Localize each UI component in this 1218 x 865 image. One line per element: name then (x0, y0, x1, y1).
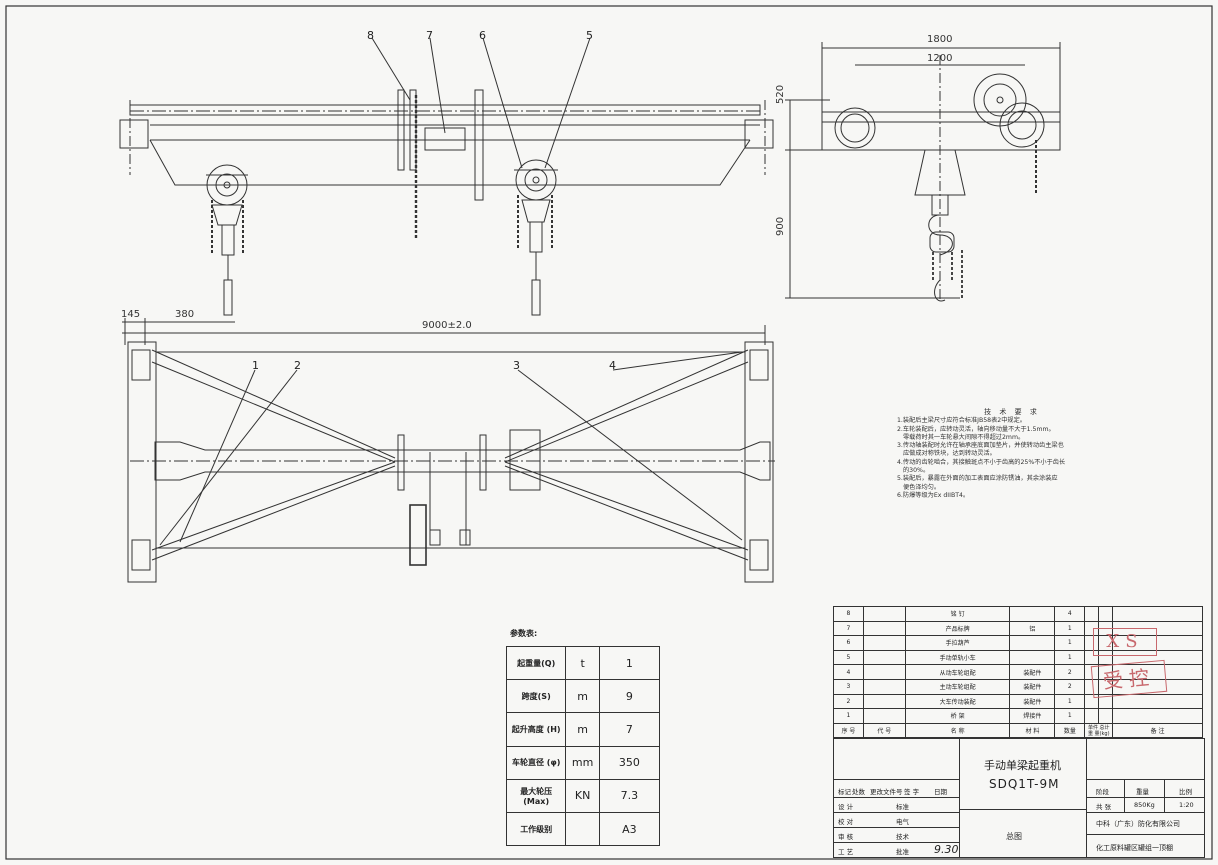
scale-value: 1:20 (1179, 801, 1194, 809)
label-date: 日期 (934, 788, 947, 796)
balloon-6: 6 (479, 29, 486, 42)
label-total: 共 张 (1096, 803, 1112, 811)
note-line: 6.防爆等级为Ex dIIBT4。 (897, 491, 970, 499)
side-view (785, 42, 1061, 302)
balloon-4: 4 (609, 359, 616, 372)
label-review: 审 核 (838, 833, 854, 841)
label-craft: 工 艺 (838, 848, 854, 856)
label-tech: 技术 (896, 833, 909, 841)
notes-heading: 技 术 要 求 (984, 408, 1040, 416)
plan-view (122, 318, 775, 583)
note-line: 3.传动轴装配时允许在轴承座底面加垫片，并使转动齿主梁也 (897, 442, 1064, 450)
date-written: 9.30 (934, 843, 959, 856)
balloon-1: 1 (252, 359, 259, 372)
balloon-7: 7 (426, 29, 433, 42)
label-weight: 重量 (1136, 788, 1149, 796)
balloon-5: 5 (586, 29, 593, 42)
bom-header-row: 序 号代 号名 称材 料数量 单件 总计重 量(kg) 备 注 (833, 722, 1203, 739)
label-change: 更改文件号 (870, 788, 903, 796)
company-name: 中科（广东）防化有限公司 (1096, 820, 1180, 828)
note-line: 应做成对称铁块，达到转动灵活。 (903, 450, 996, 458)
label-sign: 签 字 (904, 788, 920, 796)
drawing-name: 总图 (1006, 832, 1022, 841)
dim-span: 9000±2.0 (422, 320, 472, 331)
label-standard: 标准 (896, 803, 909, 811)
note-line: 2.车轮装配后，应转动灵活，轴向移动量不大于1.5mm。 (897, 425, 1055, 433)
front-elevation (119, 37, 774, 316)
param-table-title: 参数表: (510, 629, 538, 638)
note-line: 的30%。 (903, 467, 930, 475)
label-approve: 批准 (896, 848, 909, 856)
balloon-8: 8 (367, 29, 374, 42)
technical-requirements: 技 术 要 求 1.装配后主梁尺寸应符合标准JB58表2中规定。 2.车轮装配后… (897, 408, 1127, 500)
weight-header-bottom: 重 量(kg) (1087, 730, 1110, 737)
label-mark: 标记 (838, 788, 851, 796)
label-elec: 电气 (896, 818, 909, 826)
label-stage: 阶段 (1096, 788, 1109, 796)
dim-380: 380 (175, 309, 195, 320)
model-number: SDQ1T-9M (989, 777, 1060, 791)
balloon-2: 2 (294, 359, 301, 372)
dim-1800: 1800 (927, 34, 953, 45)
note-line: 4.传动的齿轮啮合，其接触斑点不小于齿高的25%不小于齿长 (897, 458, 1066, 466)
label-design: 设 计 (838, 803, 854, 811)
stamp-controlled: 受控 (1090, 659, 1168, 699)
label-scale: 比例 (1179, 788, 1192, 796)
sheet-border (5, 5, 1213, 860)
product-name: 手动单梁起重机 (984, 759, 1061, 772)
dim-1200: 1200 (927, 53, 953, 64)
note-line: 1.装配后主梁尺寸应符合标准JB58表2中规定。 (897, 417, 1026, 425)
label-count: 处数 (852, 788, 865, 796)
dim-520: 520 (775, 84, 786, 104)
balloon-3: 3 (513, 359, 520, 372)
stamp-xs: XS (1093, 628, 1157, 656)
note-line: 零载荷时其一车轮悬大间隙不得超过2mm。 (903, 433, 1025, 441)
label-check: 校 对 (838, 818, 854, 826)
weight-value: 850Kg (1134, 801, 1155, 809)
note-line: 便色泽均匀。 (903, 483, 941, 491)
dim-145: 145 (121, 309, 141, 320)
weight-header-top: 单件 总计 (1087, 724, 1110, 731)
project-name: 化工原料罐区罐组一顶棚 (1096, 844, 1173, 852)
dim-900: 900 (775, 216, 786, 236)
title-block: 手动单梁起重机 SDQ1T-9M 总图 标记 处数 更改文件号 签 字 日期 设… (833, 738, 1205, 858)
note-line: 5.装配后，暴露在外面的加工表面应涂防锈油，其余涂装应 (897, 475, 1058, 483)
